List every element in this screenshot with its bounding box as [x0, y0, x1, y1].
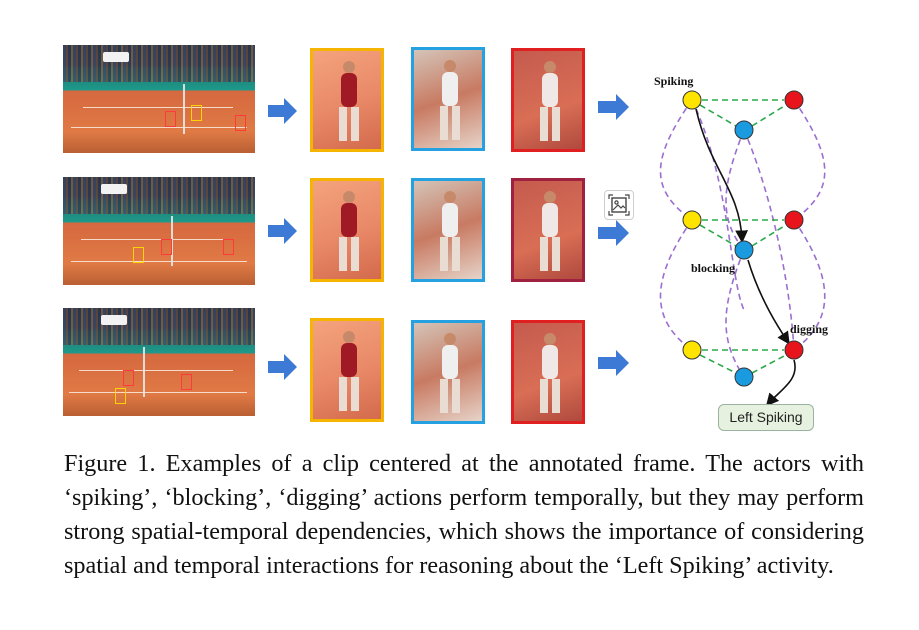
video-frame-3 [63, 308, 255, 416]
temporal-edge [725, 249, 745, 378]
label-blocking: blocking [691, 261, 736, 275]
temporal-edge [659, 219, 693, 351]
actor-crop-spiking [310, 48, 384, 152]
actor-box [165, 111, 176, 127]
reasoning-edge [747, 259, 790, 345]
actor-crop-blocking [411, 47, 485, 151]
temporal-edge [691, 99, 745, 311]
label-digging: digging [790, 322, 829, 336]
actor-box [133, 247, 144, 263]
label-spiking: Spiking [654, 74, 694, 88]
actor-box [235, 115, 246, 131]
actor-box [115, 388, 126, 404]
actor-crop-digging [511, 48, 585, 152]
actor-box [181, 374, 192, 390]
arrow-right-icon [598, 94, 629, 120]
node-blocking [734, 120, 754, 140]
temporal-edge [659, 99, 693, 221]
actor-box [223, 239, 234, 255]
node-spiking [682, 340, 702, 360]
actor-crop-blocking [411, 320, 485, 424]
image-icon[interactable] [604, 190, 634, 220]
temporal-edge [793, 99, 826, 221]
arrow-right-icon [268, 354, 297, 380]
node-spiking [682, 210, 702, 230]
actor-box [123, 370, 134, 386]
reasoning-edge [695, 108, 749, 244]
result-activity-box: Left Spiking [718, 404, 814, 431]
figure: Spiking blocking digging Left Spiking [63, 45, 829, 431]
video-frame-2 [63, 177, 255, 285]
arrow-right-icon [268, 218, 297, 244]
interaction-graph [659, 90, 826, 407]
actor-box [161, 239, 172, 255]
temporal-edge [743, 129, 795, 351]
actor-crop-digging [511, 178, 585, 282]
arrow-right-icon [598, 220, 629, 246]
temporal-edge [793, 219, 826, 351]
spatial-edges [699, 99, 787, 374]
video-frame-1 [63, 45, 255, 153]
node-blocking [734, 367, 754, 387]
node-digging [784, 210, 804, 230]
figure-caption: Figure 1. Examples of a clip centered at… [64, 450, 864, 579]
actor-crop-spiking [310, 318, 384, 422]
node-digging [784, 90, 804, 110]
actor-crop-blocking [411, 178, 485, 282]
arrow-right-icon [268, 98, 297, 124]
actor-crop-digging [511, 320, 585, 424]
node-spiking [682, 90, 702, 110]
reasoning-edge [765, 359, 796, 407]
arrow-right-icon [598, 350, 629, 376]
actor-box [191, 105, 202, 121]
node-digging [784, 340, 804, 360]
node-blocking [734, 240, 754, 260]
actor-crop-spiking [310, 178, 384, 282]
